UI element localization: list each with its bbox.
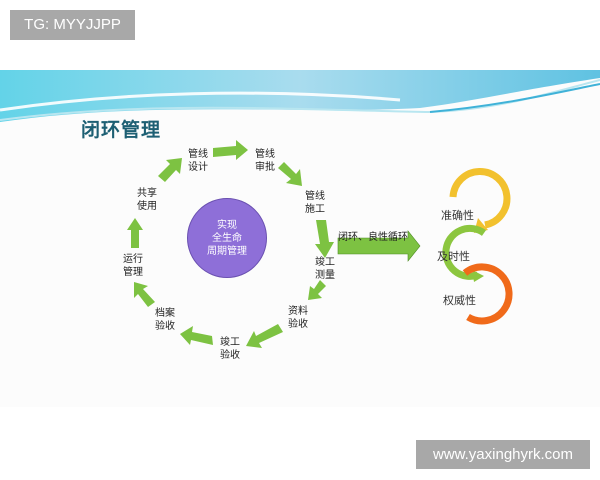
stage-completion-acceptance: 竣工 验收 xyxy=(220,337,240,361)
slide: 闭环管理 xyxy=(0,70,600,407)
watermark-top-badge: TG: MYYJJPP xyxy=(10,10,135,40)
ring-timeliness-icon xyxy=(442,224,487,280)
ring-accuracy-icon xyxy=(449,168,511,229)
loop-arrow-icon xyxy=(337,230,421,262)
lifecycle-center-circle: 实现 全生命 周期管理 xyxy=(187,198,267,278)
stage-shared-use: 共享 使用 xyxy=(137,188,157,212)
ring-authority-icon xyxy=(462,263,513,325)
quality-accuracy: 准确性 xyxy=(441,209,474,222)
arrow-icon xyxy=(127,218,143,248)
arrow-icon xyxy=(278,162,302,186)
arrow-icon xyxy=(315,220,334,258)
stage-operation-management: 运行 管理 xyxy=(123,254,143,278)
stage-completion-survey: 竣工 测量 xyxy=(315,257,335,281)
stage-data-acceptance: 资料 验收 xyxy=(288,306,308,330)
loop-arrow-label: 闭环、良性循环 xyxy=(338,232,408,243)
cycle-arrows xyxy=(127,140,513,348)
arrow-icon xyxy=(308,280,326,300)
stage-pipeline-construction: 管线 施工 xyxy=(305,191,325,215)
arrow-icon xyxy=(246,324,283,348)
arrow-icon xyxy=(134,282,155,307)
arrow-icon xyxy=(158,158,182,182)
arrow-icon xyxy=(180,326,213,345)
stage-archive-acceptance: 档案 验收 xyxy=(155,308,175,332)
quality-timeliness: 及时性 xyxy=(437,250,470,263)
header-wave-decoration xyxy=(0,70,600,122)
quality-authority: 权威性 xyxy=(443,294,476,307)
arrow-icon xyxy=(213,140,248,160)
watermark-bottom-badge: www.yaxinghyrk.com xyxy=(416,440,590,469)
stage-pipeline-approval: 管线 审批 xyxy=(255,149,275,173)
stage-pipeline-design: 管线 设计 xyxy=(188,149,208,173)
slide-title: 闭环管理 xyxy=(81,119,162,141)
